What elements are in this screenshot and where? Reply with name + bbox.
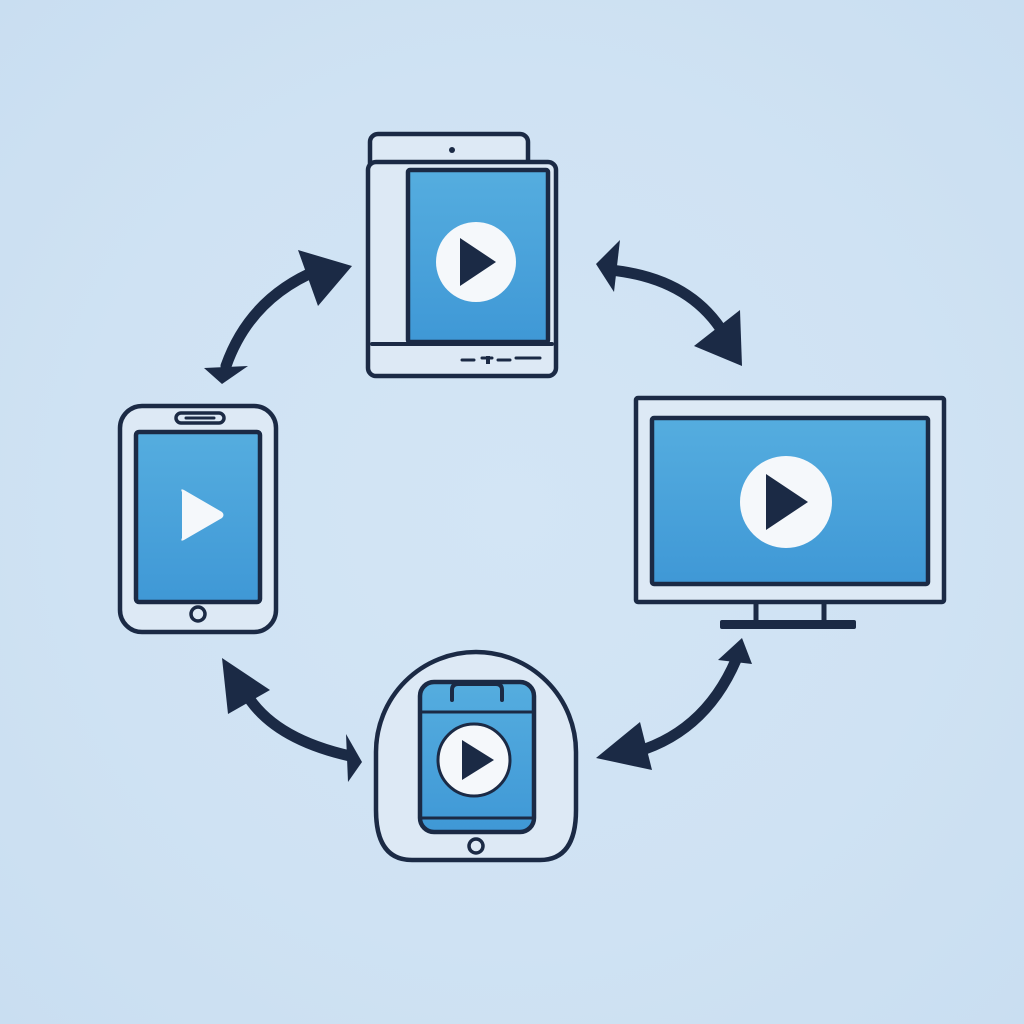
monitor-icon xyxy=(633,395,947,629)
sync-arrow-tablet-tv xyxy=(596,240,742,366)
play-icon[interactable] xyxy=(436,722,512,798)
play-icon[interactable] xyxy=(740,456,832,548)
sync-arrow-phone-tablet xyxy=(204,250,352,384)
tablet-icon xyxy=(365,131,559,379)
sync-arrow-tv-player xyxy=(596,638,752,770)
play-icon[interactable] xyxy=(181,489,224,541)
smartphone-icon xyxy=(117,403,279,635)
portable-player-icon xyxy=(373,649,579,863)
sync-arrow-player-phone xyxy=(222,658,362,782)
play-icon[interactable] xyxy=(436,222,516,302)
